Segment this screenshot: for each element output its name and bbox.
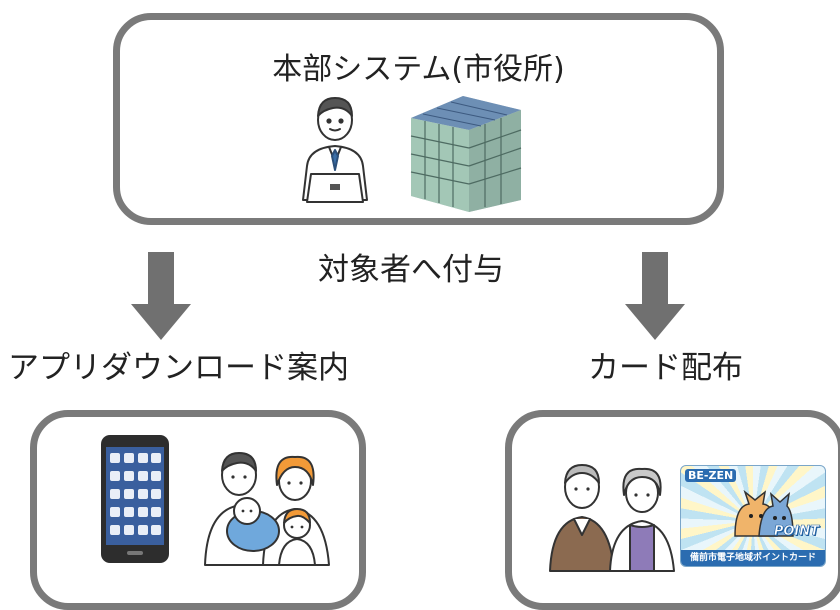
down-arrow-right xyxy=(625,252,685,340)
card-point-text: POINT xyxy=(773,524,820,540)
city-hall-building-icon xyxy=(410,96,522,212)
grant-label: 対象者へ付与 xyxy=(318,252,504,288)
card-footer-text: 備前市電子地域ポイントカード xyxy=(681,550,825,566)
family-icon xyxy=(204,452,330,566)
card-distribution-box: BE-ZEN POINT 備前市電子地域ポイントカード xyxy=(505,410,840,610)
smartphone-icon xyxy=(101,435,169,563)
elderly-couple-icon xyxy=(549,464,675,572)
point-card-icon: BE-ZEN POINT 備前市電子地域ポイントカード xyxy=(680,465,826,567)
card-cat-mascots xyxy=(734,489,794,537)
app-download-box xyxy=(30,410,366,610)
headquarters-title: 本部システム(市役所) xyxy=(272,52,565,87)
headquarters-box: 本部システム(市役所) xyxy=(113,13,724,225)
app-download-label: アプリダウンロード案内 xyxy=(8,350,349,386)
card-brand-text: BE-ZEN xyxy=(685,469,737,482)
office-worker-laptop-icon xyxy=(302,97,368,203)
card-distribution-label: カード配布 xyxy=(588,350,743,386)
down-arrow-left xyxy=(131,252,191,340)
